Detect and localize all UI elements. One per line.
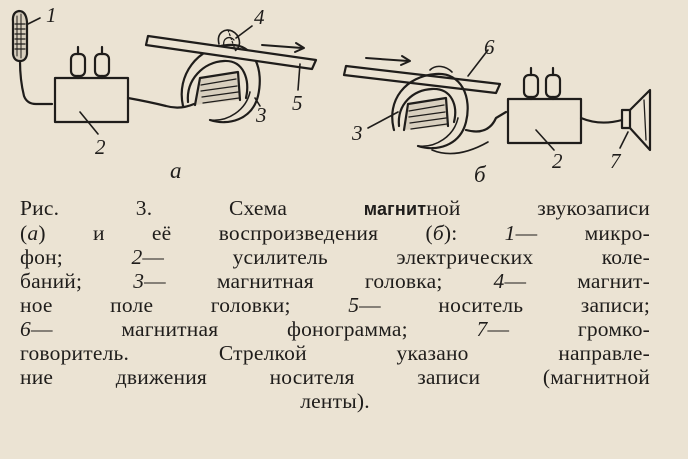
amp-to-head-wire-a xyxy=(126,96,196,109)
loudspeaker-icon xyxy=(620,88,652,152)
caption-line: 6— магнитная фонограмма; 7— громко- xyxy=(20,317,651,341)
caption-line: говоритель. Стрелкой указано направле- xyxy=(20,341,650,365)
playback-tape-6 xyxy=(342,64,502,95)
label-1: 1 xyxy=(46,3,57,27)
leader-2-a xyxy=(79,111,99,135)
caption-line: ние движения носителя записи (магнитной xyxy=(20,365,650,389)
vacuum-tube-icon xyxy=(93,52,111,78)
caption-line: (а) и её воспроизведения (б): 1— микро- xyxy=(20,221,650,245)
leader-3-a xyxy=(254,97,261,107)
label-3-a: 3 xyxy=(255,103,267,127)
label-7: 7 xyxy=(610,149,622,173)
label-5: 5 xyxy=(292,91,303,115)
direction-arrow-a xyxy=(261,44,303,49)
microphone-icon xyxy=(11,9,29,63)
label-2-a: 2 xyxy=(95,135,106,159)
caption-line: ленты). xyxy=(300,389,370,413)
caption-line: баний; 3— магнитная головка; 4— магнит- xyxy=(20,269,650,293)
vacuum-tube-icon xyxy=(544,73,562,99)
leader-1 xyxy=(27,17,41,25)
amplifier-box-a xyxy=(53,45,130,124)
leader-5 xyxy=(297,63,301,91)
label-3-b: 3 xyxy=(351,121,363,145)
label-2-b: 2 xyxy=(552,149,563,173)
figure-caption: Рис. 3. Схема магнитной звукозаписи (а) … xyxy=(20,196,650,413)
head-to-amp-wire-b xyxy=(464,110,508,133)
amp-to-speaker-wire xyxy=(579,116,624,124)
phonogram-mark xyxy=(429,65,453,73)
direction-arrow-b xyxy=(365,57,409,62)
amplifier-box-b xyxy=(506,66,583,145)
leader-2-b xyxy=(535,129,555,151)
caption-line: ное поле головки; 5— носитель записи; xyxy=(20,293,650,317)
label-4: 4 xyxy=(254,5,265,29)
caption-line: фон; 2— усилитель электрических коле- xyxy=(20,245,650,269)
leader-7 xyxy=(619,131,629,149)
magnetic-field-icon xyxy=(217,29,241,53)
sublabel-a: а xyxy=(170,158,182,183)
vacuum-tube-icon xyxy=(69,52,87,78)
vacuum-tube-icon xyxy=(522,73,540,99)
sublabel-b: б xyxy=(474,162,487,187)
leader-3-b xyxy=(367,111,399,129)
caption-line: Рис. 3. Схема магнитной звукозаписи xyxy=(20,196,650,220)
recording-tape-5 xyxy=(144,34,318,71)
playback-head-icon xyxy=(391,72,469,150)
recording-diagram: 1 2 3 4 5 а 3 6 2 7 б xyxy=(11,3,652,187)
label-6: 6 xyxy=(484,35,495,59)
leader-6 xyxy=(467,49,489,77)
leader-4 xyxy=(235,25,253,39)
microphone-cable xyxy=(18,59,54,106)
